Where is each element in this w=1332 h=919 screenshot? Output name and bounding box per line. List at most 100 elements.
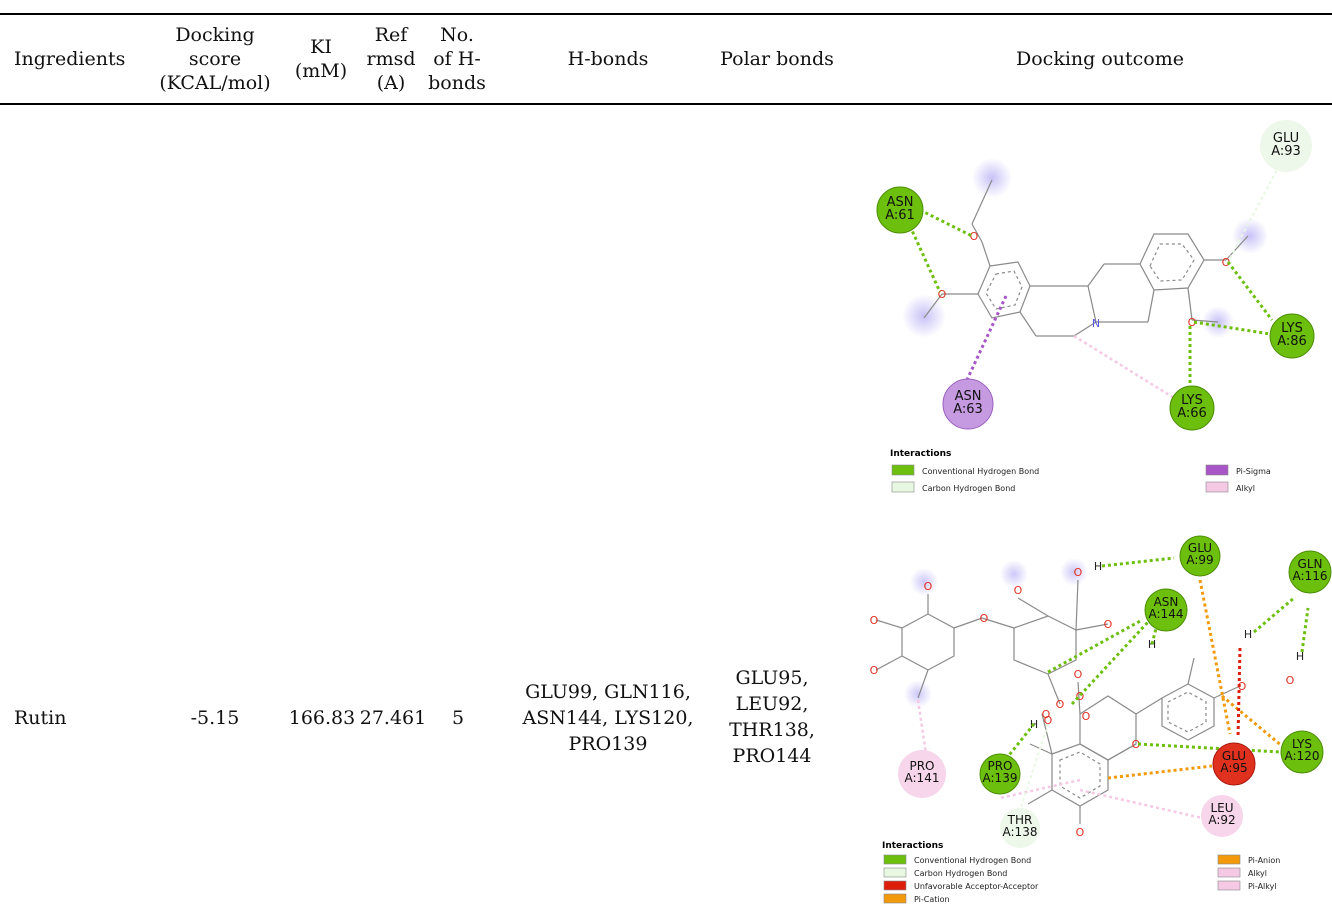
cell-ref-rmsd: 27.461 (359, 707, 427, 729)
residue-lys66: LYS A:66 (1169, 385, 1215, 431)
residue-pro141: PRO A:141 (898, 750, 946, 798)
cell-ingredient: Rutin (14, 707, 67, 729)
svg-text:ASN: ASN (1154, 595, 1179, 609)
svg-text:O: O (1104, 618, 1113, 631)
svg-text:Carbon Hydrogen Bond: Carbon Hydrogen Bond (922, 484, 1015, 493)
svg-text:Unfavorable Acceptor-Acceptor: Unfavorable Acceptor-Acceptor (914, 882, 1039, 891)
svg-text:O: O (1056, 698, 1065, 711)
svg-text:Conventional Hydrogen Bond: Conventional Hydrogen Bond (914, 856, 1031, 865)
svg-text:O: O (1074, 566, 1083, 579)
svg-text:PRO: PRO (987, 759, 1012, 773)
svg-text:O: O (870, 614, 879, 627)
residue-glu95: GLU A:95 (1212, 742, 1256, 786)
svg-text:O: O (1132, 738, 1141, 751)
svg-text:PRO: PRO (909, 759, 934, 773)
svg-text:A:99: A:99 (1186, 553, 1213, 567)
svg-text:Pi-Anion: Pi-Anion (1248, 856, 1280, 865)
docking-diagram-1: O O O O N GLU A:93 ASN (862, 110, 1332, 510)
svg-text:O: O (1188, 316, 1197, 329)
header-hbonds: H-bonds (567, 48, 649, 70)
header-docking-score: Docking score (KCAL/mol) (159, 24, 271, 94)
svg-text:A:144: A:144 (1149, 607, 1184, 621)
svg-text:LYS: LYS (1281, 321, 1303, 336)
header-no-hbonds: No. of H- bonds (428, 24, 486, 94)
cell-hbonds: GLU99, GLN116, ASN144, LYS120, PRO139 (522, 681, 694, 755)
svg-text:Interactions: Interactions (890, 449, 951, 459)
header-docking-outcome: Docking outcome (1016, 48, 1184, 70)
svg-text:O: O (924, 580, 933, 593)
svg-text:Conventional Hydrogen Bond: Conventional Hydrogen Bond (922, 467, 1039, 476)
header-ref-rmsd: Ref rmsd (A) (366, 24, 416, 94)
table-header-rule (0, 103, 1332, 105)
interaction-diagram-2: O O O O O O O O O O O O O O O O O H H H … (870, 535, 1332, 904)
header-polar-bonds: Polar bonds (720, 48, 834, 70)
header-ki: KI (mM) (294, 36, 348, 82)
svg-text:O: O (1042, 708, 1051, 721)
svg-text:GLN: GLN (1298, 557, 1323, 571)
svg-text:GLU: GLU (1222, 749, 1246, 763)
svg-text:LEU: LEU (1210, 801, 1233, 815)
svg-text:A:63: A:63 (953, 402, 983, 417)
svg-text:ASN: ASN (887, 195, 914, 210)
svg-text:O: O (870, 664, 879, 677)
docking-diagram-2: O O O O O O O O O O O O O O O O O H H H … (862, 518, 1332, 918)
residue-leu92: LEU A:92 (1201, 795, 1243, 837)
legend-1: Interactions Conventional Hydrogen Bond … (890, 449, 1271, 493)
residue-asn63: ASN A:63 (942, 378, 994, 430)
svg-text:THR: THR (1007, 813, 1033, 827)
svg-text:H: H (1094, 560, 1102, 573)
svg-text:O: O (1222, 256, 1231, 269)
svg-text:GLU: GLU (1273, 131, 1299, 146)
svg-text:H: H (1148, 638, 1156, 651)
svg-text:Alkyl: Alkyl (1248, 869, 1267, 878)
interaction-diagram-1: O O O O N GLU A:93 ASN (876, 120, 1315, 493)
svg-text:O: O (1082, 710, 1091, 723)
svg-text:LYS: LYS (1292, 737, 1312, 751)
residue-thr138: THR A:138 (1000, 808, 1040, 848)
svg-text:A:138: A:138 (1003, 825, 1038, 839)
residue-lys120: LYS A:120 (1280, 730, 1324, 774)
svg-text:O: O (1076, 826, 1085, 839)
svg-text:GLU: GLU (1188, 541, 1212, 555)
svg-text:O: O (1014, 584, 1023, 597)
svg-text:O: O (970, 230, 979, 243)
svg-text:N: N (1092, 317, 1100, 330)
svg-text:O: O (1286, 674, 1295, 687)
cell-no-hbonds: 5 (451, 707, 465, 729)
svg-text:O: O (1074, 668, 1083, 681)
residue-gln116: GLN A:116 (1288, 550, 1332, 594)
svg-text:A:92: A:92 (1208, 813, 1235, 827)
svg-text:Interactions: Interactions (882, 841, 943, 851)
svg-text:A:86: A:86 (1277, 334, 1307, 349)
svg-text:Pi-Cation: Pi-Cation (914, 895, 950, 904)
svg-text:O: O (1044, 714, 1053, 727)
svg-text:ASN: ASN (955, 389, 982, 404)
svg-text:Alkyl: Alkyl (1236, 484, 1255, 493)
cell-ki: 166.83 (288, 707, 356, 729)
svg-text:A:120: A:120 (1285, 749, 1320, 763)
residue-glu93: GLU A:93 (1260, 120, 1312, 172)
svg-text:A:95: A:95 (1220, 761, 1247, 775)
residue-lys86: LYS A:86 (1269, 313, 1315, 359)
svg-text:O: O (938, 288, 947, 301)
svg-text:H: H (1244, 628, 1252, 641)
svg-text:A:116: A:116 (1293, 569, 1328, 583)
cell-docking-score: -5.15 (190, 707, 240, 729)
svg-text:H: H (1296, 650, 1304, 663)
table-top-rule (0, 13, 1332, 15)
svg-text:O: O (1238, 680, 1247, 693)
svg-text:A:61: A:61 (885, 208, 915, 223)
svg-text:A:93: A:93 (1271, 144, 1301, 159)
cell-polar-bonds: GLU95, LEU92, THR138, PRO144 (729, 667, 815, 767)
residue-pro139: PRO A:139 (979, 753, 1021, 795)
legend-2: Interactions Conventional Hydrogen Bond … (882, 841, 1280, 904)
residue-asn144: ASN A:144 (1144, 588, 1188, 632)
svg-text:LYS: LYS (1181, 393, 1203, 408)
residue-glu99: GLU A:99 (1179, 535, 1221, 577)
svg-text:O: O (980, 612, 989, 625)
svg-text:A:141: A:141 (905, 771, 940, 785)
header-ingredients: Ingredients (14, 48, 126, 70)
residue-asn61: ASN A:61 (876, 186, 924, 234)
svg-text:Pi-Alkyl: Pi-Alkyl (1248, 882, 1277, 891)
svg-text:O: O (1076, 690, 1085, 703)
